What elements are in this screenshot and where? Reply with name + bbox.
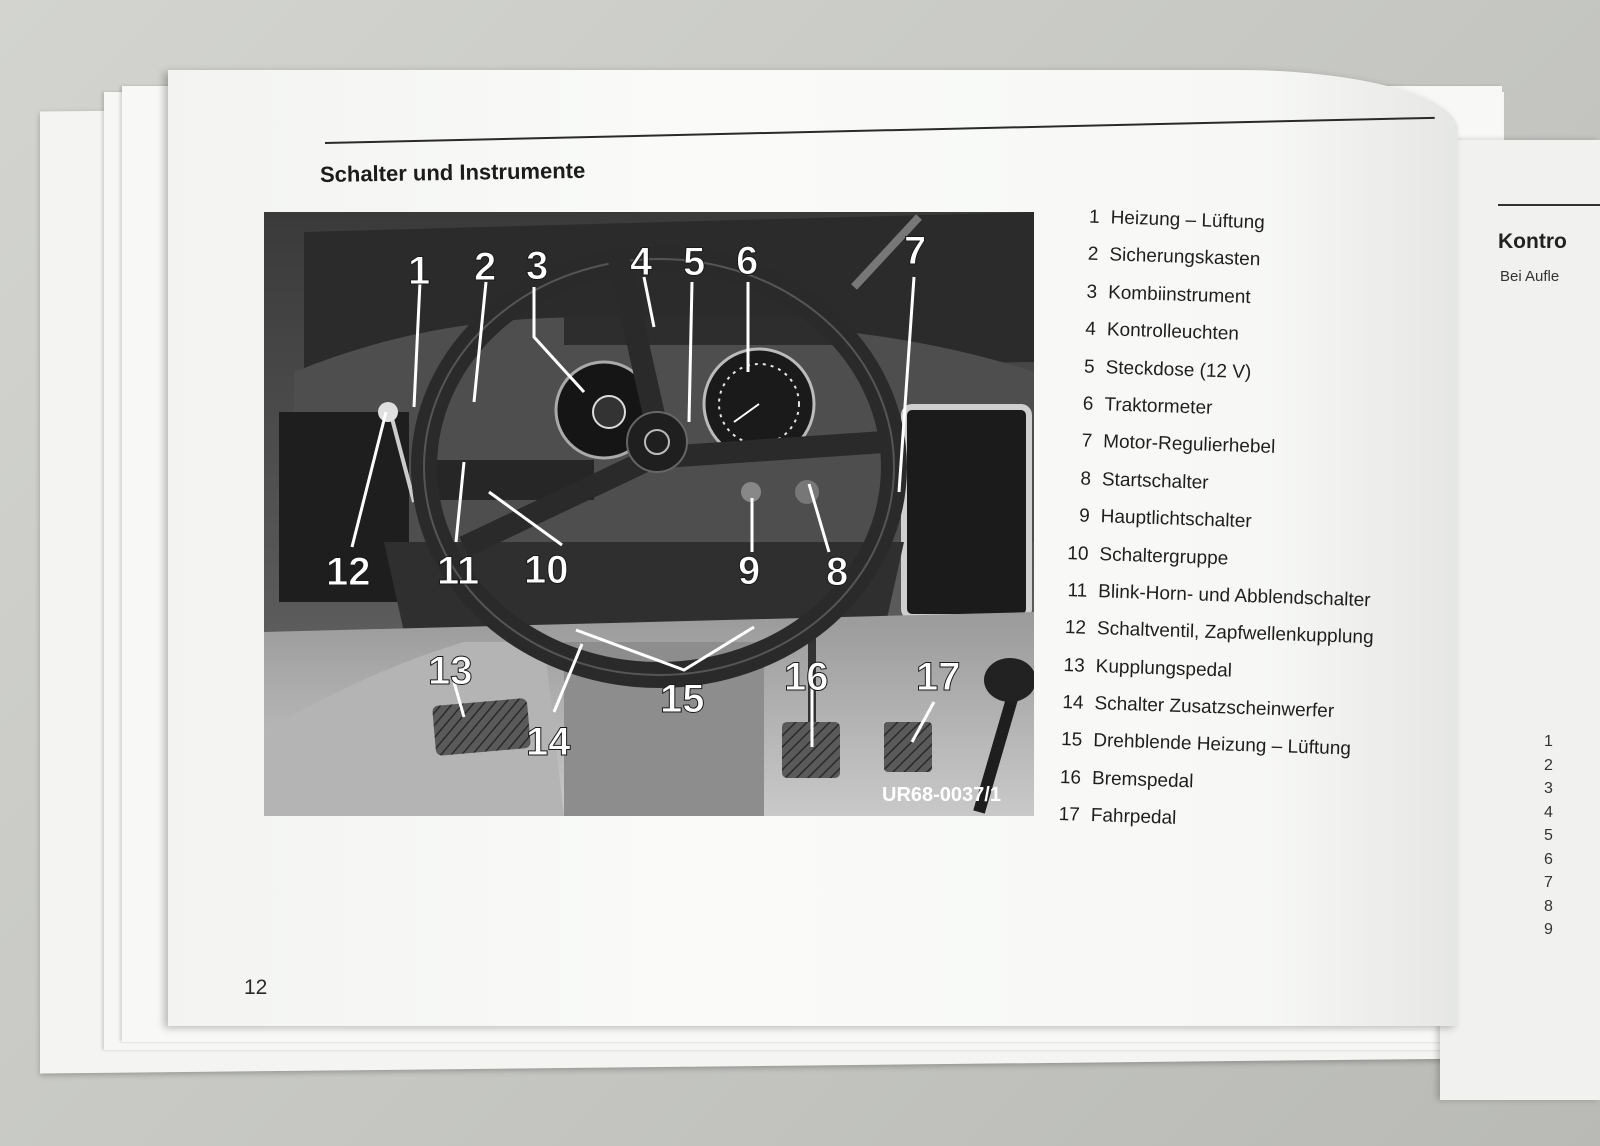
lower-console xyxy=(384,542,904,632)
left-window xyxy=(279,412,409,602)
legend-number: 6 xyxy=(1082,393,1094,415)
legend-text: Kontrolleuchten xyxy=(1106,319,1240,345)
callout-4: 4 xyxy=(630,240,653,284)
next-page-number: 5 xyxy=(1544,827,1553,844)
main-light-switch xyxy=(741,482,761,502)
legend-number: 9 xyxy=(1078,505,1091,527)
legend-number: 8 xyxy=(1080,468,1092,490)
legend-text: Sicherungskasten xyxy=(1109,244,1261,271)
page-number: 12 xyxy=(244,976,268,999)
legend-number: 10 xyxy=(1067,542,1089,565)
legend-number: 14 xyxy=(1062,692,1084,714)
callout-6: 6 xyxy=(736,239,758,283)
callout-9: 9 xyxy=(738,549,760,593)
legend-text: Bremspedal xyxy=(1091,767,1194,793)
brake-pedal xyxy=(782,722,840,778)
next-page-number: 8 xyxy=(1544,897,1553,915)
star-emblem-icon xyxy=(644,429,670,455)
legend-number: 13 xyxy=(1063,654,1086,677)
callout-16: 16 xyxy=(784,655,829,699)
right-window xyxy=(901,404,1032,620)
next-page-subtext: Bei Aufle xyxy=(1500,268,1560,285)
legend-text: Steckdose (12 V) xyxy=(1105,356,1252,383)
dashboard-photo: 1 2 3 4 5 6 7 8 9 10 11 12 13 14 15 16 1… xyxy=(264,212,1034,816)
legend-text: Kupplungspedal xyxy=(1095,655,1233,682)
legend-number: 2 xyxy=(1087,244,1099,266)
legend-number: 5 xyxy=(1083,356,1096,378)
legend-text: Heizung – Lüftung xyxy=(1110,207,1266,234)
callout-11: 11 xyxy=(437,549,479,593)
callout-2: 2 xyxy=(474,245,496,289)
legend-text: Kombiinstrument xyxy=(1107,282,1251,308)
next-page-rule xyxy=(1498,204,1600,206)
callout-1: 1 xyxy=(408,249,430,293)
gear-knob xyxy=(984,658,1034,702)
page-title: Schalter und Instrumente xyxy=(319,157,586,187)
legend-text: Schaltergruppe xyxy=(1099,543,1229,569)
callout-13: 13 xyxy=(428,649,473,693)
legend-number: 12 xyxy=(1064,617,1087,640)
next-page-number: 4 xyxy=(1544,803,1553,821)
next-page-number-list: 1 2 3 4 5 6 7 8 9 xyxy=(1544,730,1553,942)
image-code: UR68-0037/1 xyxy=(882,784,1001,806)
callout-8: 8 xyxy=(826,550,848,594)
callout-3: 3 xyxy=(526,244,548,288)
legend-text: Fahrpedal xyxy=(1090,805,1177,830)
legend-number: 3 xyxy=(1086,281,1098,303)
legend-number: 15 xyxy=(1060,729,1083,752)
legend-text: Motor-Regulierhebel xyxy=(1102,431,1276,459)
valve-lever xyxy=(387,406,416,503)
warning-lights xyxy=(564,317,834,345)
legend-number: 16 xyxy=(1059,766,1082,789)
start-switch xyxy=(795,480,819,504)
legend-number: 7 xyxy=(1081,430,1093,453)
callout-17: 17 xyxy=(916,655,961,699)
callout-10: 10 xyxy=(524,548,569,592)
callout-15: 15 xyxy=(660,677,705,721)
callout-14: 14 xyxy=(526,720,571,764)
callout-leader-lines xyxy=(350,276,936,747)
callout-5: 5 xyxy=(683,240,705,284)
legend-text: Traktormeter xyxy=(1104,394,1213,419)
next-page-number: 2 xyxy=(1544,756,1553,774)
legend-number: 1 xyxy=(1088,206,1100,228)
next-page-number: 6 xyxy=(1544,850,1553,868)
next-page: Kontro Bei Aufle 1 2 3 4 5 6 7 8 9 xyxy=(1440,140,1600,1100)
next-page-heading: Kontro xyxy=(1498,230,1567,253)
legend-number: 4 xyxy=(1084,318,1097,341)
next-page-number: 9 xyxy=(1544,921,1553,938)
accelerator-pedal xyxy=(884,722,932,772)
legend-number: 17 xyxy=(1058,804,1081,826)
callout-12: 12 xyxy=(326,550,371,594)
clutch-pedal xyxy=(432,698,531,756)
steering-hub xyxy=(626,411,688,473)
next-page-number: 7 xyxy=(1544,874,1553,891)
legend-text: Hauptlichtschalter xyxy=(1100,506,1253,533)
gear-stick xyxy=(973,690,1020,814)
callout-7: 7 xyxy=(904,229,926,273)
legend-number: 11 xyxy=(1067,580,1088,602)
next-page-number: 1 xyxy=(1544,733,1553,750)
legend-text: Startschalter xyxy=(1101,468,1209,494)
next-page-number: 3 xyxy=(1544,780,1553,797)
